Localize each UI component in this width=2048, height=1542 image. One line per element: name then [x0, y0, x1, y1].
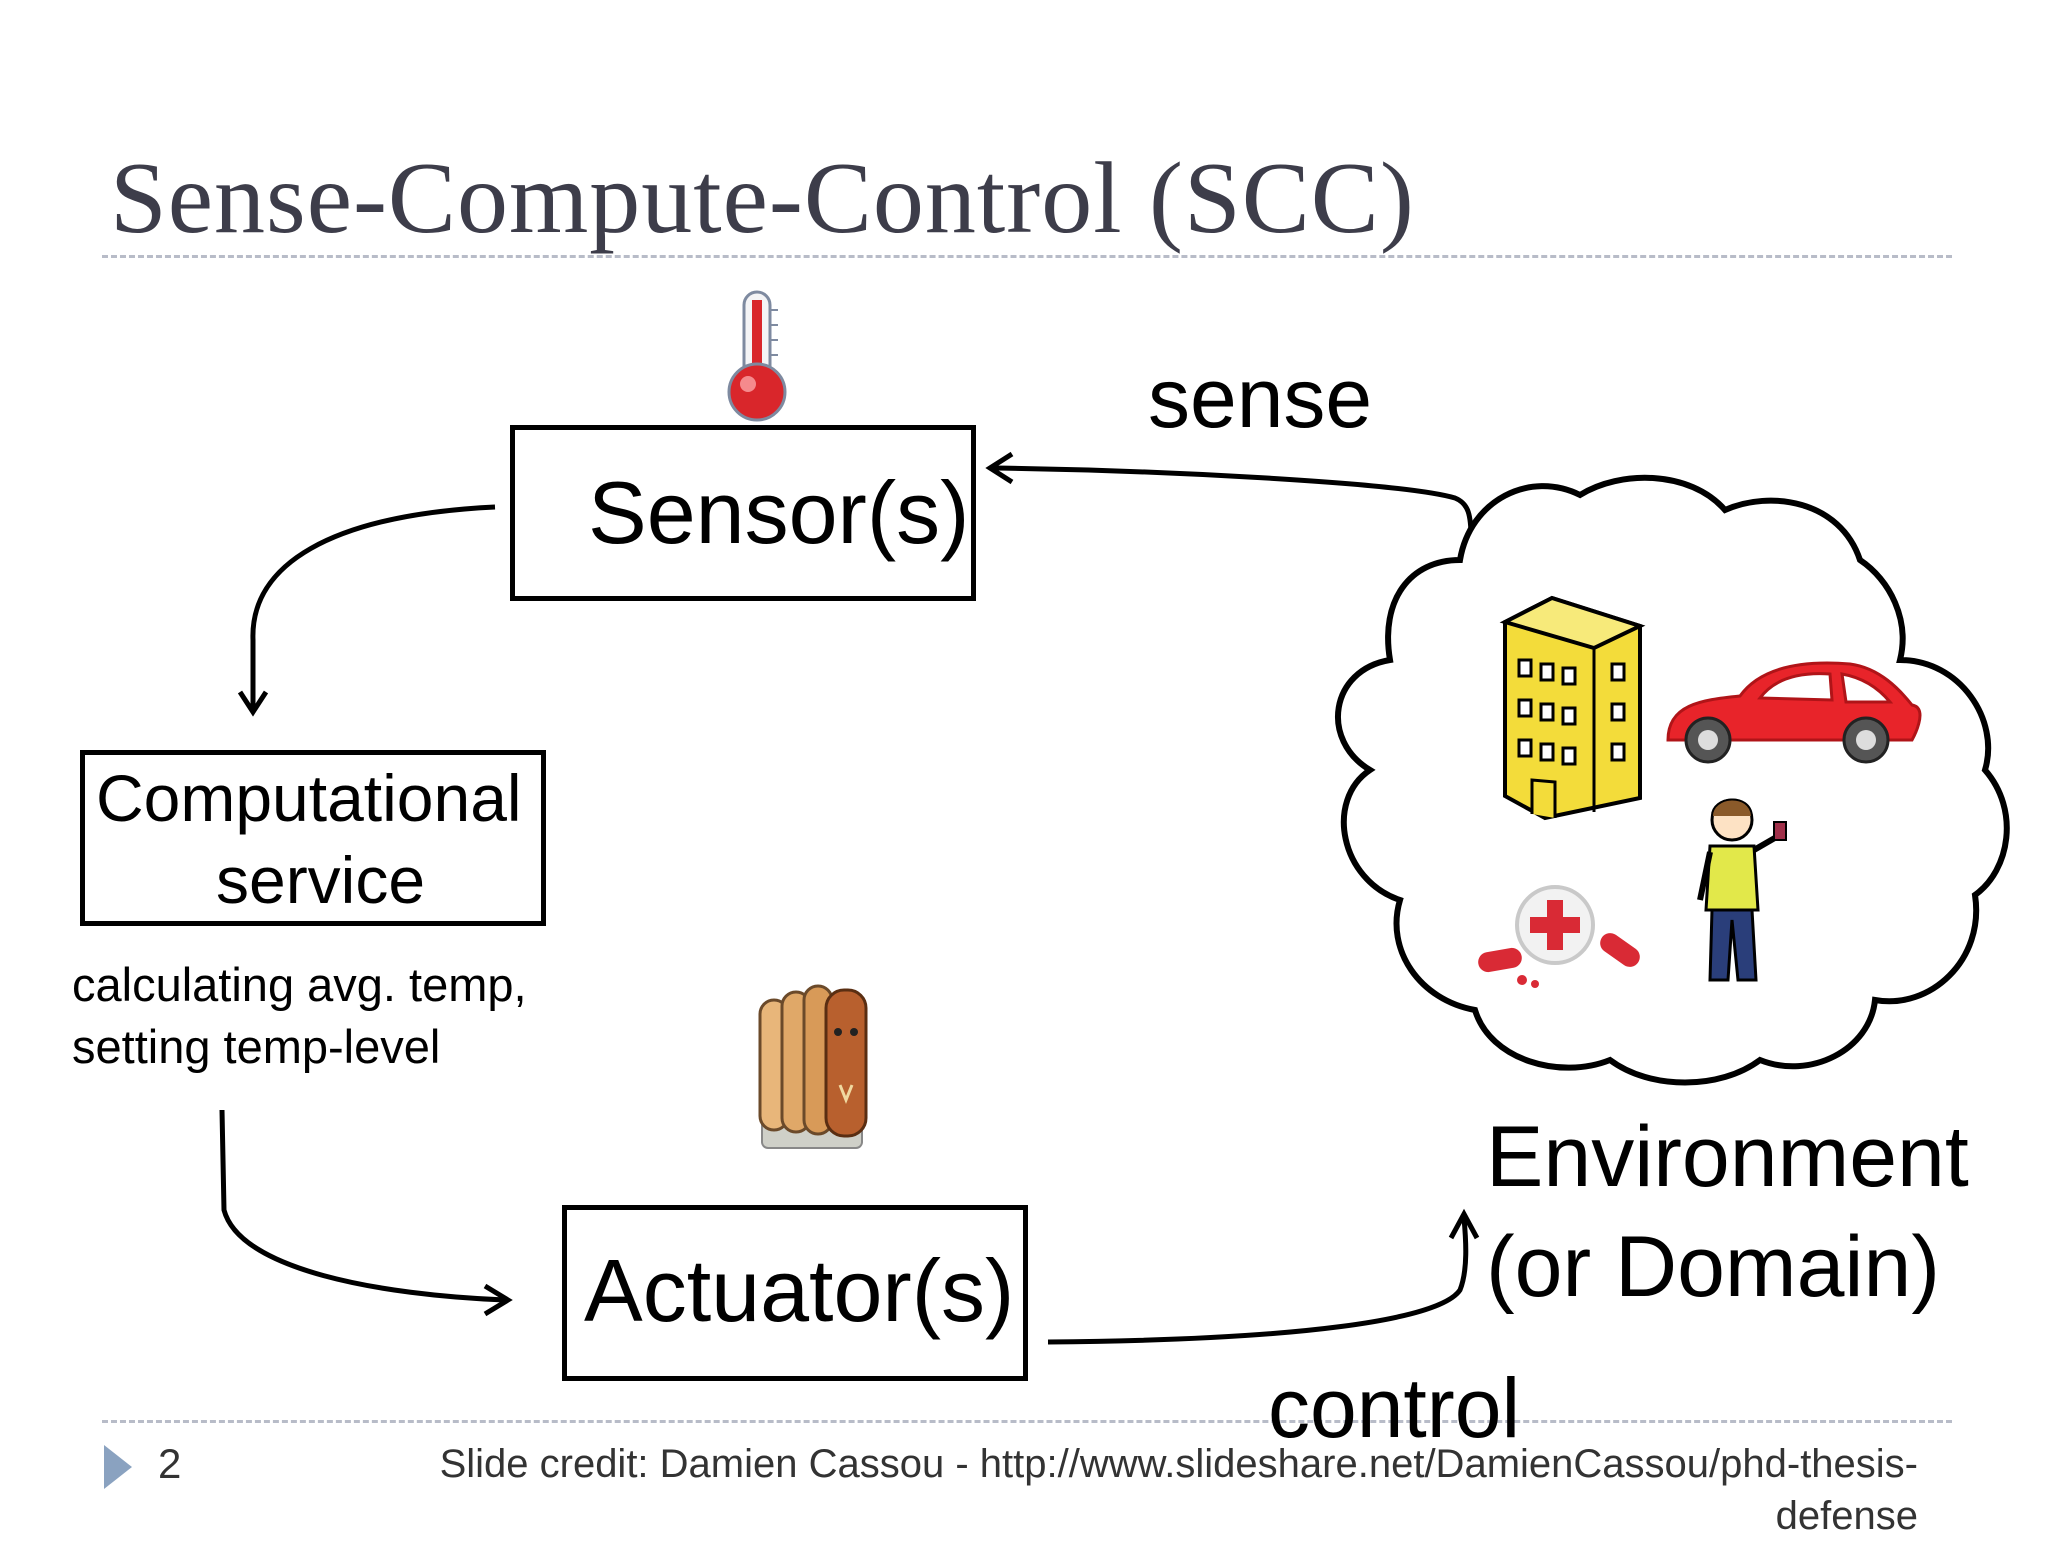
footer-divider [102, 1420, 1952, 1423]
car-icon [1666, 661, 1922, 764]
bullet-play-icon [104, 1445, 132, 1489]
slide-title: Sense-Compute-Control (SCC) [110, 142, 1415, 255]
edge-label-sense: sense [1148, 351, 1373, 445]
sensor-box [510, 425, 976, 601]
page-number: 2 [158, 1440, 182, 1487]
slide-credit: Slide credit: Damien Cassou - http://www… [440, 1438, 1918, 1542]
environment-label-line1: Environment [1486, 1109, 1969, 1205]
sensor-label: Sensor(s) [588, 463, 970, 562]
arrow-sensor-to-computational [250, 504, 496, 712]
environment-cloud [1334, 474, 2010, 1086]
building-icon [1499, 595, 1646, 821]
thermometer-icon [727, 290, 787, 422]
computational-label-line1: Computational [96, 761, 522, 835]
title-divider [102, 255, 1952, 258]
slide-credit-line2: defense [1775, 1494, 1918, 1538]
computational-description-line1: calculating avg. temp, [72, 958, 527, 1011]
arrow-sense [991, 465, 1475, 549]
computational-service-box [80, 750, 546, 926]
person-icon [1697, 798, 1787, 982]
edge-label-control: control [1268, 1361, 1521, 1455]
pills-icon [1478, 885, 1640, 988]
slide-credit-line1: Slide credit: Damien Cassou - http://www… [439, 1442, 1918, 1486]
arrow-computational-to-actuator [219, 1109, 506, 1303]
arrow-control [1047, 1217, 1469, 1345]
radiator-icon [758, 984, 868, 1149]
computational-description-line2: setting temp-level [72, 1020, 441, 1073]
environment-label-line2: (or Domain) [1486, 1219, 1940, 1315]
actuator-box [562, 1205, 1028, 1381]
computational-label-line2: service [216, 843, 426, 917]
actuator-label: Actuator(s) [584, 1241, 1015, 1340]
